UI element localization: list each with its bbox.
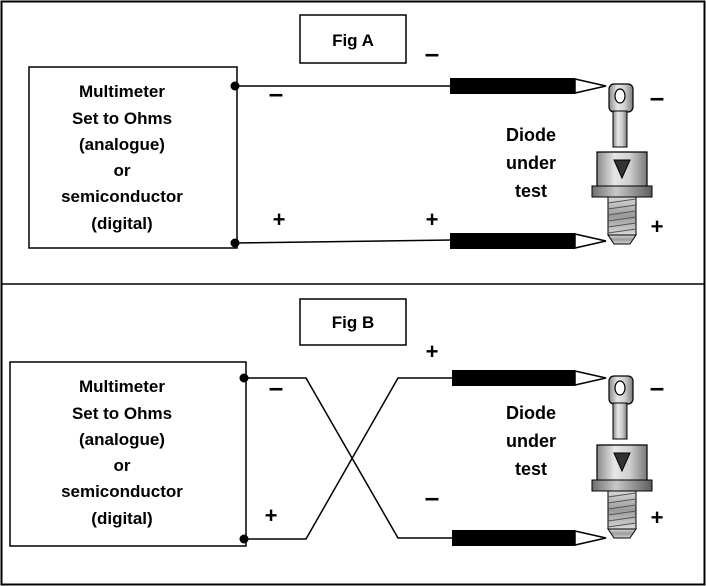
fig-b-diode-line-3: test: [515, 459, 547, 479]
fig-a-sign-diode-top: –: [650, 82, 664, 112]
fig-a-meter-line-6: (digital): [91, 214, 152, 233]
fig-b-probe-bottom: [452, 530, 575, 546]
fig-a-probe-top-tip: [574, 78, 607, 94]
fig-b-probe-bottom-tip: [574, 530, 607, 546]
fig-b-sign-header: +: [426, 339, 439, 364]
fig-b-title-box: [299, 298, 407, 346]
fig-a-meter-line-3: (analogue): [79, 135, 165, 154]
fig-b-probe-top: [452, 370, 575, 386]
fig-b-sign-diode-top: –: [650, 372, 664, 402]
fig-a-diode: [591, 83, 653, 245]
fig-a-diode-line-1: Diode: [506, 125, 556, 145]
fig-a-sign-meter-top: –: [269, 78, 283, 108]
fig-a-meter-line-1: Multimeter: [79, 82, 165, 101]
fig-a-multimeter-box: [28, 66, 238, 249]
fig-b-sign-diode-bottom: +: [651, 505, 664, 530]
fig-b-diode-line-2: under: [506, 431, 556, 451]
fig-b-probe-top-tip: [574, 370, 607, 386]
fig-a-probe-bottom: [450, 233, 575, 249]
fig-a-meter-line-2: Set to Ohms: [72, 109, 172, 128]
fig-b-multimeter-box: [9, 361, 247, 547]
fig-b-meter-line-5: semiconductor: [61, 482, 183, 501]
fig-b-sign-cross-lower: –: [425, 482, 439, 512]
fig-a: Fig A – Multimeter Set to Ohms (analogue…: [28, 14, 664, 249]
fig-b-title: Fig B: [332, 313, 375, 332]
fig-b-meter-line-2: Set to Ohms: [72, 404, 172, 423]
fig-a-sign-header: –: [425, 38, 439, 68]
fig-b-diode-line-1: Diode: [506, 403, 556, 423]
fig-a-title: Fig A: [332, 31, 374, 50]
fig-a-probe-top: [450, 78, 575, 94]
fig-b-meter-line-1: Multimeter: [79, 377, 165, 396]
fig-b-diode: [591, 375, 653, 539]
fig-a-meter-line-4: or: [114, 161, 131, 180]
fig-a-sign-meter-bottom: +: [273, 207, 286, 232]
fig-b-sign-meter-bottom: +: [265, 503, 278, 528]
fig-a-sign-probe-bottom: +: [426, 207, 439, 232]
fig-a-diode-line-2: under: [506, 153, 556, 173]
fig-a-wire-bottom: [234, 239, 453, 244]
fig-a-probe-bottom-tip: [574, 233, 607, 249]
fig-a-diode-line-3: test: [515, 181, 547, 201]
fig-b-meter-line-3: (analogue): [79, 430, 165, 449]
fig-b-sign-meter-top: –: [269, 372, 283, 402]
fig-b-meter-line-6: (digital): [91, 509, 152, 528]
fig-a-sign-diode-bottom: +: [651, 214, 664, 239]
fig-b: Fig B + Multimeter Set to Ohms (analogue…: [9, 298, 664, 547]
fig-b-meter-line-4: or: [114, 456, 131, 475]
fig-b-wire-positive: [244, 377, 452, 540]
fig-a-meter-line-5: semiconductor: [61, 187, 183, 206]
fig-a-title-box: [299, 14, 407, 64]
